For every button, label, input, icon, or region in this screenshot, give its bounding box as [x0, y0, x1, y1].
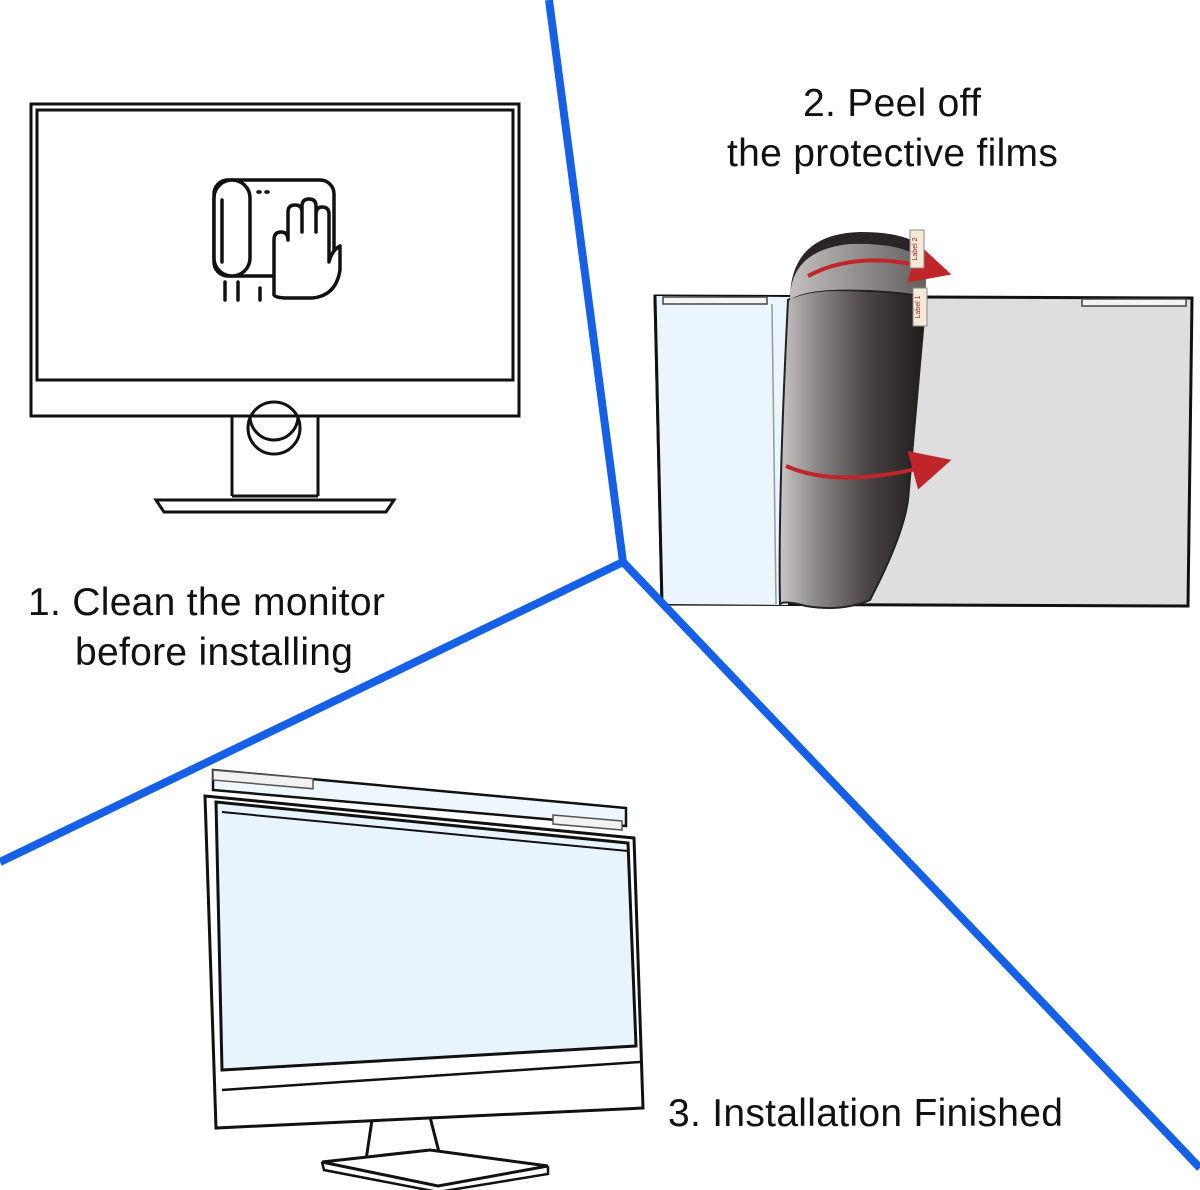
step3-caption: 3. Installation Finished — [668, 1089, 1063, 1139]
film-tab-label-1: Label 1 — [912, 287, 928, 327]
step1-caption: 1. Clean the monitor before installing — [28, 578, 385, 678]
cleaning-hand-icon — [212, 178, 342, 302]
step2-caption: 2. Peel off the protective films — [727, 79, 1058, 179]
divider-right — [620, 559, 1200, 1171]
step3-caption-line1: 3. Installation Finished — [668, 1092, 1064, 1135]
step2-filter-panel — [653, 294, 1194, 608]
step2-caption-line2: the protective films — [727, 132, 1059, 175]
step3-monitor — [203, 768, 645, 1190]
divider-left — [0, 558, 625, 866]
step1-caption-line2: before installing — [75, 631, 354, 674]
peeling-film-roll — [778, 232, 952, 609]
step1-caption-line1: 1. Clean the monitor — [28, 581, 386, 624]
tab-label-2-text: Label 2 — [912, 237, 919, 260]
step2-caption-line1: 2. Peel off — [803, 82, 982, 125]
divider-vertical — [545, 0, 627, 563]
step1-monitor — [29, 102, 521, 514]
tab-label-1-text: Label 1 — [915, 295, 922, 318]
film-tab-label-2: Label 2 — [909, 229, 925, 269]
